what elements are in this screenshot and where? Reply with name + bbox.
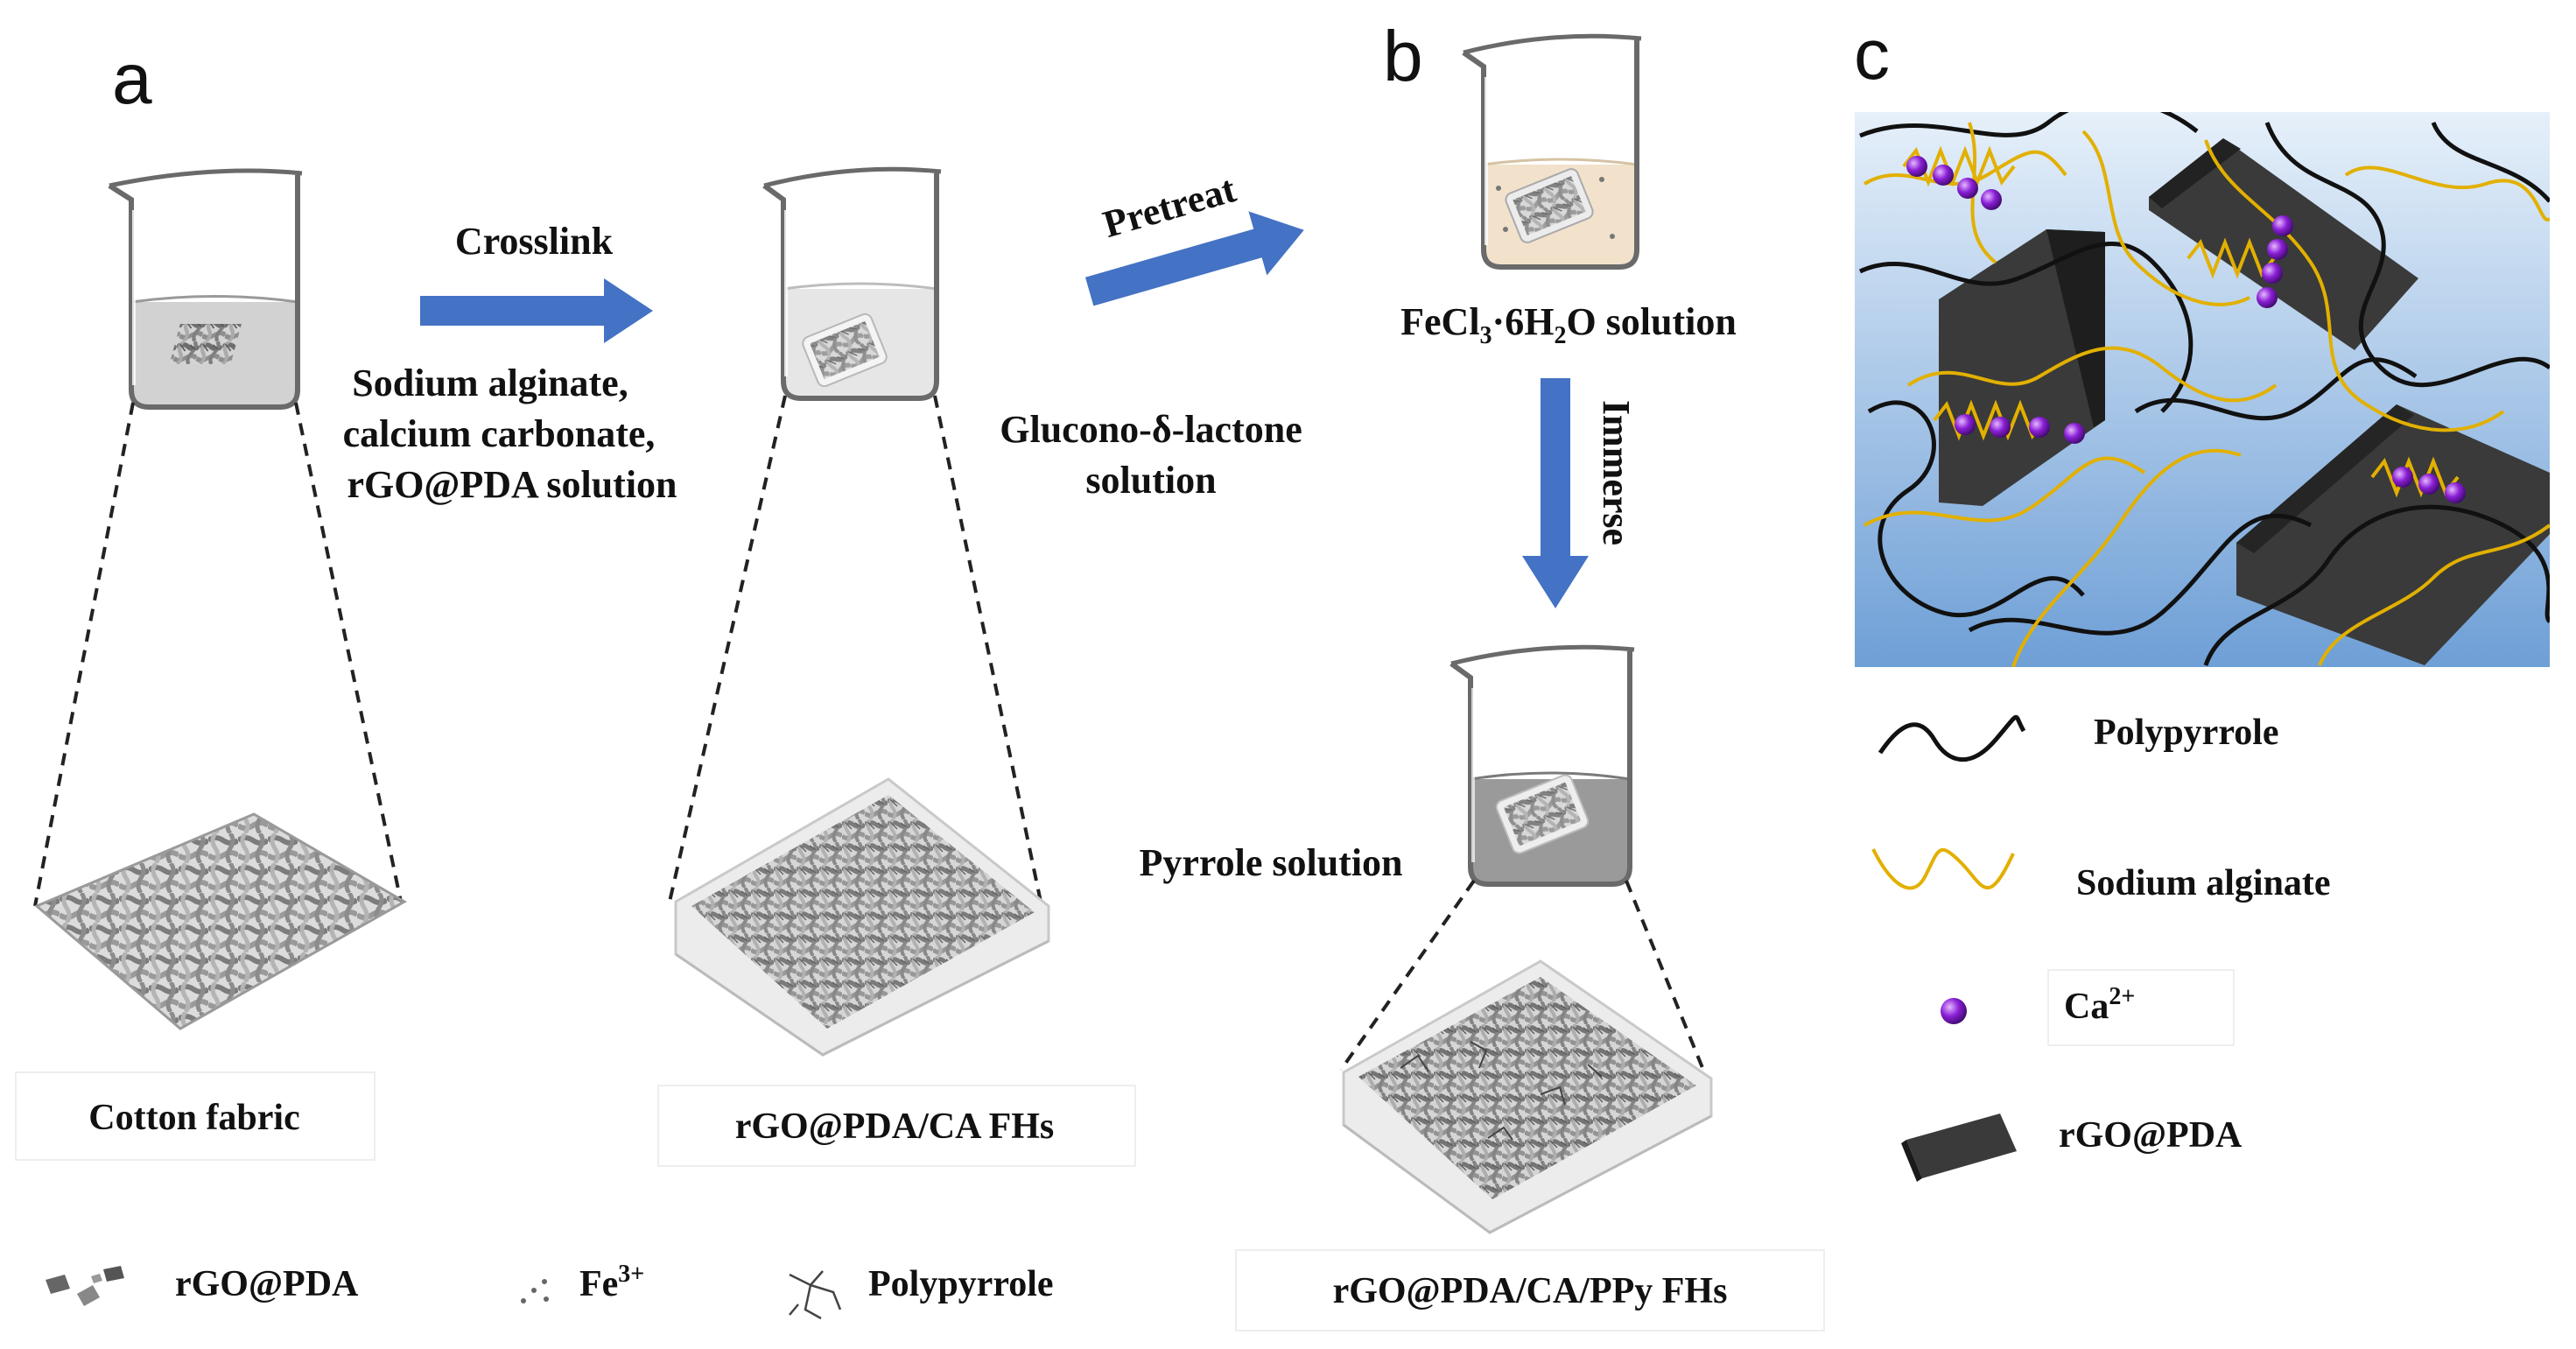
- beaker-fecl3: [1462, 33, 1642, 270]
- network-illustration: [1855, 112, 2550, 667]
- network-legend-calcium: Ca2+: [2064, 983, 2135, 1027]
- network-legend-sodium-alginate: Sodium alginate: [2076, 863, 2331, 903]
- pretreat-arrow: [1084, 211, 1304, 306]
- panel-label-b: b: [1383, 17, 1423, 96]
- label-crosslink-solution-1: Sodium alginate,: [352, 362, 628, 404]
- label-fh1: rGO@PDA/CA FHs: [735, 1107, 1055, 1147]
- label-pretreat: Pretreat: [1098, 167, 1241, 246]
- calcium-ions: [1906, 156, 2466, 503]
- zoom-line: [33, 402, 135, 907]
- label-pyrrole-solution: Pyrrole solution: [1139, 841, 1402, 884]
- zoom-line: [668, 395, 787, 903]
- polypyrrole-chains: [1858, 112, 2550, 666]
- rgo-pda-sheet: [1939, 229, 2105, 506]
- legend-label-fe3: Fe3+: [579, 1261, 644, 1304]
- label-cotton-fabric: Cotton fabric: [88, 1098, 299, 1138]
- label-crosslink-solution-3: rGO@PDA solution: [347, 463, 677, 506]
- legend-label-polypyrrole: Polypyrrole: [868, 1264, 1054, 1304]
- legend-fe3-dots-icon: [521, 1279, 549, 1303]
- legend-rgo-pda-flakes-icon: [46, 1266, 124, 1306]
- fh2-illustration: [1342, 959, 1713, 1234]
- beaker-glucono: [762, 166, 942, 401]
- label-glucono-2: solution: [1085, 459, 1216, 502]
- beaker-pyrrole: [1449, 644, 1635, 887]
- cotton-fabric-illustration: [34, 812, 408, 1030]
- legend-sodium-alginate-line-icon: [1871, 848, 2015, 890]
- zoom-line: [933, 395, 1043, 907]
- legend-calcium-icon: [1941, 998, 1967, 1024]
- sodium-alginate-chains: [1863, 122, 2550, 667]
- panel-label-c: c: [1854, 15, 1890, 95]
- fh1-illustration: [674, 777, 1050, 1057]
- label-crosslink-solution-2: calcium carbonate,: [343, 412, 656, 455]
- legend-label-rgo-pda: rGO@PDA: [175, 1264, 359, 1304]
- zoom-line: [1339, 879, 1476, 1071]
- panel-label-a: a: [112, 39, 152, 119]
- label-glucono-1: Glucono-δ-lactone: [1000, 408, 1302, 451]
- label-immerse: Immerse: [1595, 400, 1638, 545]
- zoom-line: [294, 402, 403, 903]
- network-legend-rgo-pda: rGO@PDA: [2059, 1115, 2243, 1156]
- crosslink-arrow: [420, 278, 653, 343]
- fabric-piece: [169, 324, 242, 364]
- beaker-cotton-fabric: [108, 168, 303, 410]
- label-fh2: rGO@PDA/CA/PPy FHs: [1333, 1271, 1728, 1311]
- label-fecl3: FeCl3·6H2O solution: [1400, 300, 1737, 349]
- label-crosslink: Crosslink: [455, 220, 614, 263]
- legend-polypyrrole-strands-icon: [789, 1270, 842, 1320]
- legend-rgo-pda-sheet-icon: [1901, 1114, 2017, 1182]
- network-legend-polypyrrole: Polypyrrole: [2094, 713, 2279, 753]
- immerse-arrow: [1522, 378, 1589, 608]
- zoom-line: [1625, 880, 1709, 1079]
- legend-polypyrrole-line-icon: [1878, 714, 2026, 762]
